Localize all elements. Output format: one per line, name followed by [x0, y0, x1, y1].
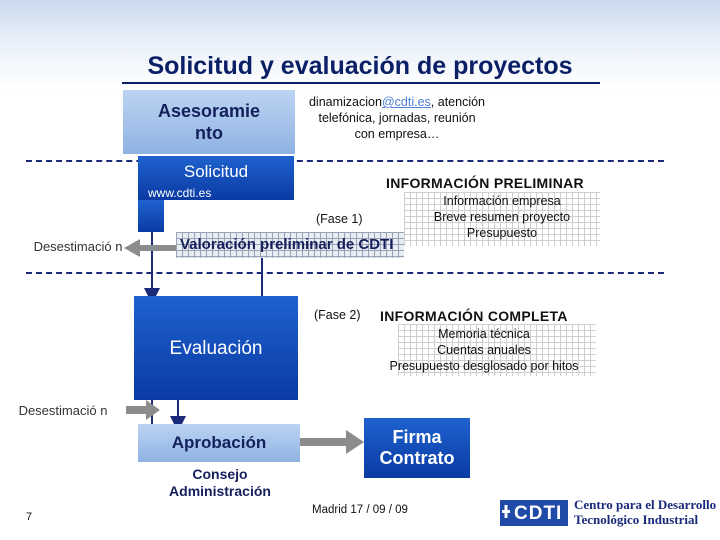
page-number: 7	[26, 511, 33, 523]
separator-line-1	[26, 160, 664, 162]
solicitud-url: www.cdti.es	[148, 186, 212, 200]
info-completa-heading: INFORMACIÓN COMPLETA	[380, 308, 568, 324]
arrow-desestimacion-1	[124, 239, 178, 257]
cdti-logo-icon	[500, 500, 568, 526]
arrow-desestimacion-2	[126, 400, 160, 420]
arrow-to-firma	[300, 430, 364, 454]
organization-name: Centro para el Desarrollo Tecnológico In…	[574, 497, 716, 527]
info-preliminar-list: Información empresa Breve resumen proyec…	[404, 192, 600, 241]
contact-rest: atención telefónica, jornadas, reunión c…	[318, 95, 486, 141]
phase-2-label: (Fase 2)	[314, 308, 361, 322]
info-completa-panel	[398, 324, 596, 376]
contact-email-link[interactable]: @cdti.es	[381, 95, 431, 109]
title-underline	[122, 82, 600, 84]
evaluacion-box: Evaluación	[134, 296, 298, 400]
aprobacion-box: Aprobación	[138, 424, 300, 462]
asesoramiento-label: Asesoramie nto	[157, 101, 261, 143]
info-preliminar-item: Presupuesto	[466, 226, 538, 240]
cdti-logo-text: CDTI	[514, 503, 563, 524]
cdti-logo: CDTI	[500, 496, 568, 530]
info-preliminar-panel: Información empresa Breve resumen proyec…	[404, 192, 600, 246]
info-preliminar-item: Información empresa	[443, 194, 561, 208]
info-completa-item: Memoria técnica	[438, 327, 530, 341]
organization-line-1: Centro para el Desarrollo	[574, 497, 717, 512]
phase-1-label: (Fase 1)	[316, 212, 363, 226]
solicitud-box: Solicitud www.cdti.es	[138, 156, 294, 200]
firma-contrato-label: Firma Contrato	[379, 427, 455, 468]
firma-contrato-box: Firma Contrato	[364, 418, 470, 478]
solicitud-stem	[138, 200, 164, 232]
organization-line-2: Tecnológico Industrial	[574, 512, 699, 527]
page-title: Solicitud y evaluación de proyectos	[147, 52, 573, 80]
contact-prefix: dinamizacion	[308, 95, 382, 109]
aprobacion-label: Aprobación	[171, 433, 267, 452]
solicitud-label: Solicitud	[183, 162, 249, 181]
info-preliminar-item: Breve resumen proyecto	[433, 210, 571, 224]
info-completa-item: Presupuesto desglosado por hitos	[389, 359, 579, 373]
evaluacion-label: Evaluación	[169, 338, 263, 359]
desestimacion-2-label: Desestimació n	[18, 403, 108, 418]
contact-info: dinamizacion@cdti.es, atención telefónic…	[308, 94, 486, 142]
separator-line-2	[26, 272, 664, 274]
valoracion-label: Valoración preliminar de CDTI	[180, 236, 394, 253]
footer-date: Madrid 17 / 09 / 09	[312, 504, 408, 516]
contact-comma: ,	[430, 95, 435, 109]
valoracion-box: Valoración preliminar de CDTI	[176, 232, 404, 258]
desestimacion-1-label: Desestimació n	[33, 239, 123, 254]
consejo-label: Consejo Administración	[169, 466, 271, 499]
info-completa-item: Cuentas anuales	[437, 343, 531, 357]
info-preliminar-heading: INFORMACIÓN PRELIMINAR	[386, 175, 584, 191]
info-completa-list: Memoria técnica Cuentas anuales Presupue…	[374, 326, 594, 374]
asesoramiento-box: Asesoramie nto	[123, 90, 295, 154]
